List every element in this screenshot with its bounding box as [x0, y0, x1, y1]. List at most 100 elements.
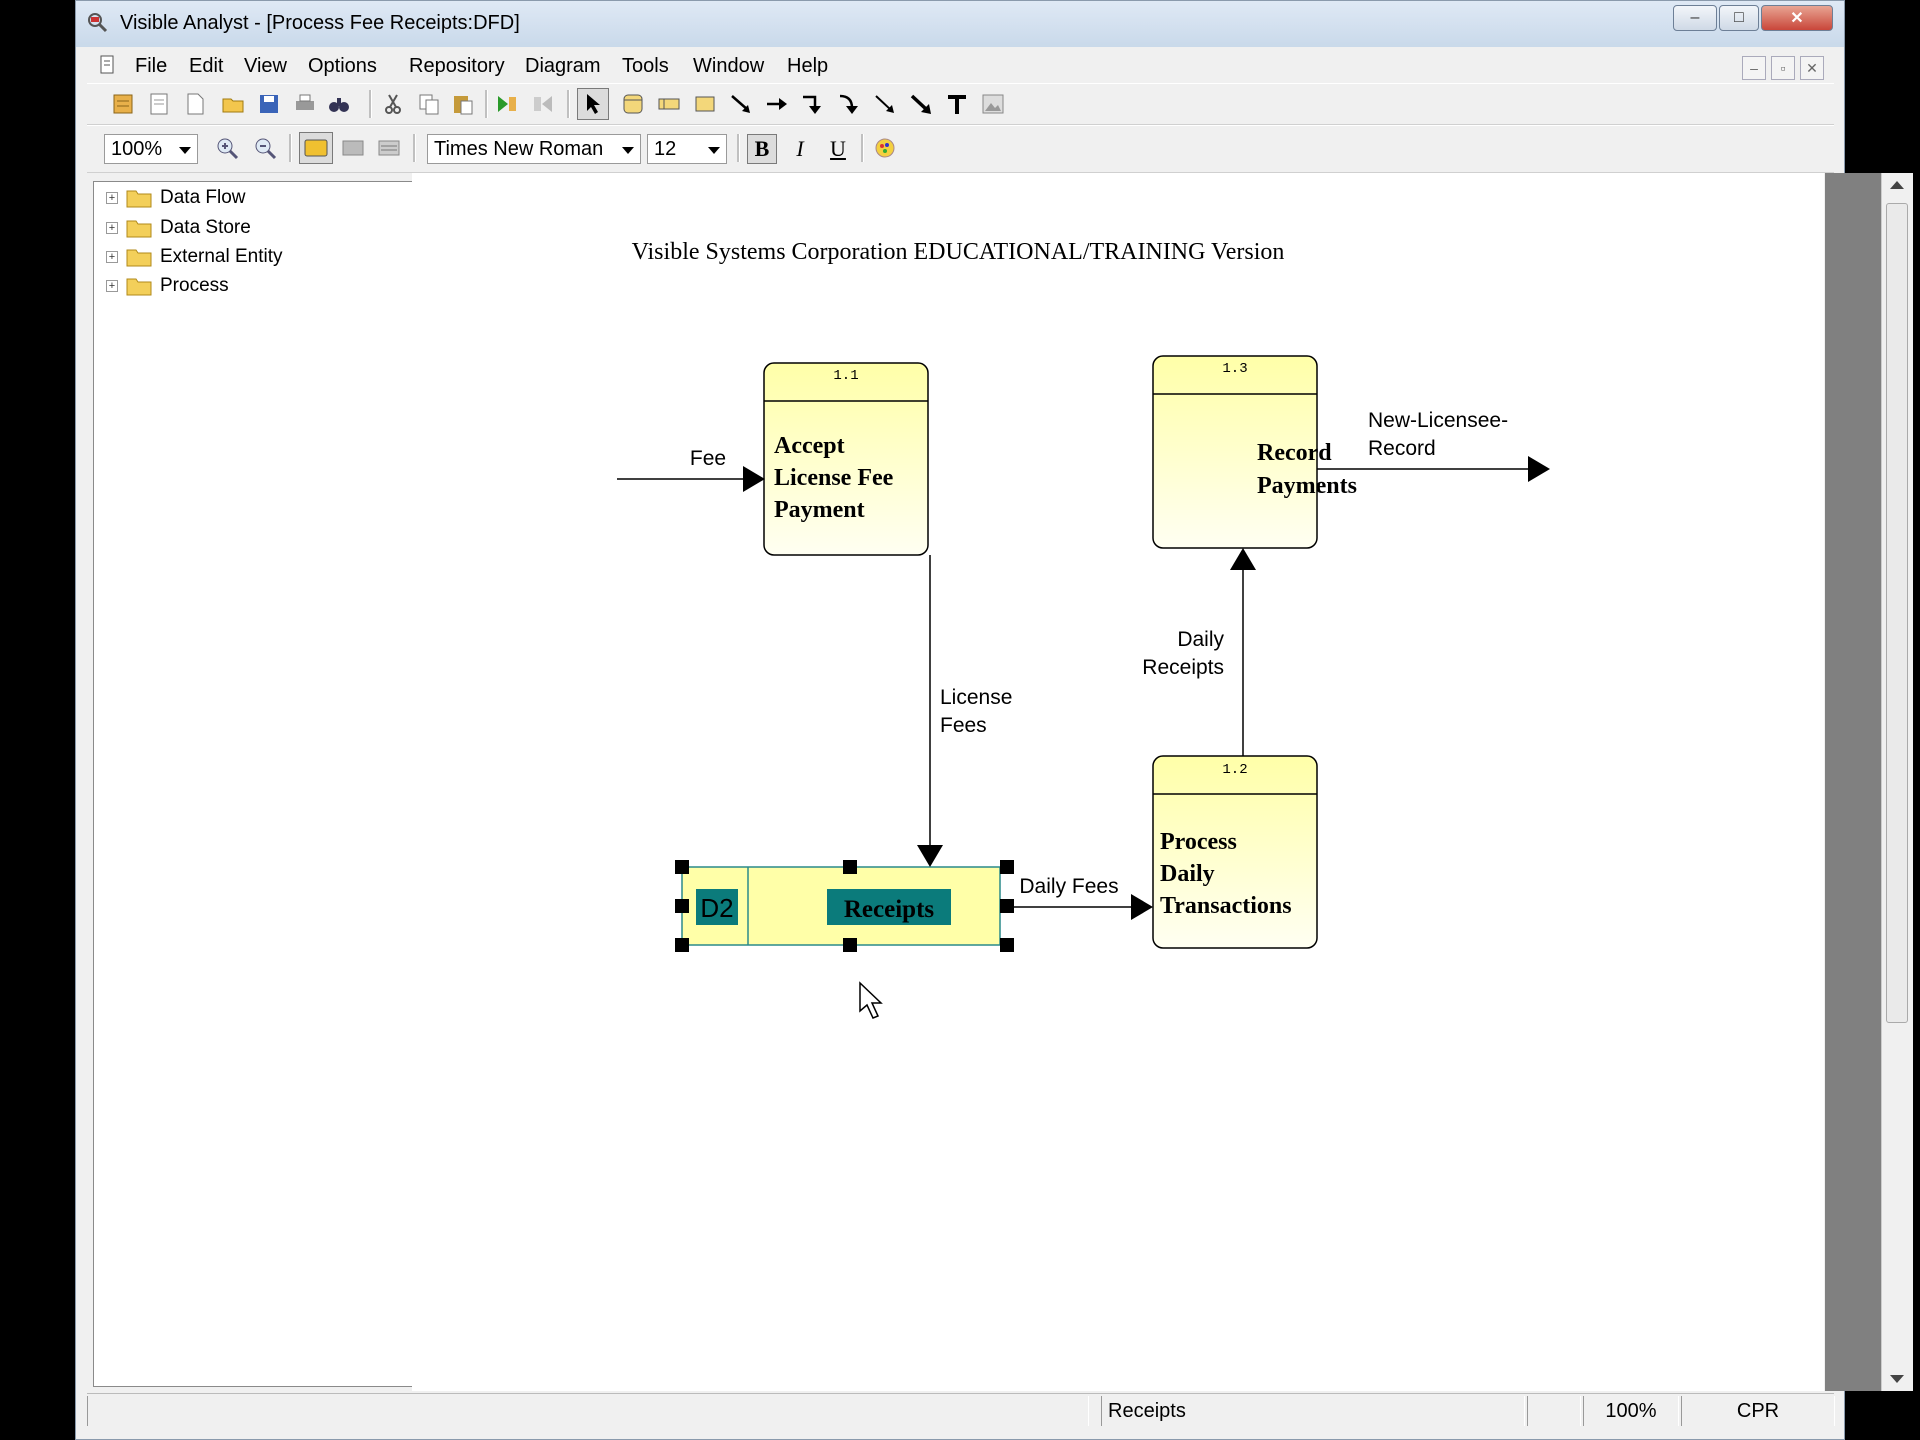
cut-icon[interactable] — [381, 92, 405, 116]
text-tool-icon[interactable] — [945, 92, 969, 116]
font-size-value: 12 — [654, 138, 677, 160]
flow-label: License — [940, 686, 1012, 709]
process-label-line: Transactions — [1160, 893, 1292, 919]
external-entity-tool-icon[interactable] — [693, 92, 717, 116]
curved-arrow-tool-icon[interactable] — [837, 92, 861, 116]
paste-icon[interactable] — [451, 92, 475, 116]
underline-button[interactable]: U — [830, 136, 846, 161]
angled-arrow-tool-icon[interactable] — [873, 92, 897, 116]
previous-page-icon[interactable] — [531, 92, 555, 116]
save-icon[interactable] — [257, 92, 281, 116]
mdi-restore-button[interactable]: ▫ — [1771, 56, 1795, 80]
minimize-icon: ‒ — [1690, 9, 1700, 26]
close-icon: ✕ — [1790, 10, 1804, 27]
status-message — [87, 1396, 1089, 1426]
next-page-icon[interactable] — [495, 92, 519, 116]
process-label-line: Record — [1257, 440, 1332, 466]
new-file-icon[interactable] — [183, 92, 207, 116]
expand-icon[interactable]: + — [106, 192, 118, 204]
document-menu-icon[interactable] — [99, 55, 117, 75]
font-family-select[interactable]: Times New Roman — [427, 134, 641, 164]
open-folder-icon[interactable] — [221, 92, 245, 116]
expand-icon[interactable]: + — [106, 222, 118, 234]
flow-daily-fees[interactable]: Daily Fees — [1007, 875, 1153, 920]
zoom-in-icon[interactable] — [215, 136, 239, 160]
tree-item-data-store[interactable]: + Data Store — [106, 214, 251, 242]
zoom-out-icon[interactable] — [253, 136, 277, 160]
diagonal-line-tool-icon[interactable] — [729, 92, 753, 116]
mdi-minimize-button[interactable]: – — [1742, 56, 1766, 80]
shadow-icon[interactable] — [341, 136, 365, 160]
menu-options[interactable]: Options — [308, 55, 377, 77]
report-icon[interactable] — [147, 92, 171, 116]
dfd-diagram[interactable]: Visible Systems Corporation EDUCATIONAL/… — [412, 173, 1824, 1391]
menu-file[interactable]: File — [135, 55, 168, 77]
menu-help[interactable]: Help — [787, 55, 829, 77]
bold-arrow-tool-icon[interactable] — [909, 92, 933, 116]
straight-arrow-tool-icon[interactable] — [765, 92, 789, 116]
expand-icon[interactable]: + — [106, 280, 118, 292]
elbow-arrow-tool-icon[interactable] — [801, 92, 825, 116]
title-bar: Visible Analyst - [Process Fee Receipts:… — [76, 1, 1844, 47]
toolbar-separator — [485, 90, 488, 118]
status-bar: Receipts 100% CPR — [87, 1393, 1835, 1430]
process-1-3[interactable]: 1.3 Record Payments — [1152, 355, 1357, 549]
process-tool-icon[interactable] — [621, 92, 645, 116]
app-logo-icon — [88, 13, 108, 33]
fill-color-button[interactable] — [299, 132, 333, 164]
tree-item-process[interactable]: + Process — [106, 272, 229, 300]
process-1-2[interactable]: 1.2 Process Daily Transactions — [1152, 755, 1318, 949]
menu-repository[interactable]: Repository — [409, 55, 505, 77]
scroll-up-icon[interactable] — [1890, 181, 1904, 189]
menu-diagram[interactable]: Diagram — [525, 55, 601, 77]
expand-icon[interactable]: + — [106, 251, 118, 263]
maximize-button[interactable]: □ — [1719, 5, 1759, 31]
resize-handle[interactable] — [675, 938, 689, 952]
zoom-select[interactable]: 100% — [104, 134, 198, 164]
menu-tools[interactable]: Tools — [622, 55, 669, 77]
resize-handle[interactable] — [1000, 860, 1014, 874]
data-store-receipts[interactable]: D2 Receipts — [675, 860, 1014, 952]
menu-view[interactable]: View — [244, 55, 287, 77]
image-tool-icon[interactable] — [981, 92, 1005, 116]
flow-fee[interactable]: Fee — [617, 447, 765, 492]
diagram-canvas[interactable] — [412, 173, 1824, 1391]
chevron-down-icon — [622, 147, 634, 154]
color-palette-icon[interactable] — [873, 136, 897, 160]
resize-handle[interactable] — [675, 860, 689, 874]
process-1-1[interactable]: 1.1 Accept License Fee Payment — [763, 362, 929, 556]
repository-icon[interactable] — [111, 92, 135, 116]
scroll-down-icon[interactable] — [1890, 1375, 1904, 1383]
print-icon[interactable] — [293, 92, 317, 116]
data-store-tool-icon[interactable] — [657, 92, 681, 116]
mdi-close-button[interactable]: ✕ — [1800, 56, 1824, 80]
tree-item-label: External Entity — [160, 246, 283, 267]
menu-window[interactable]: Window — [693, 55, 765, 77]
close-button[interactable]: ✕ — [1761, 5, 1833, 31]
toolbar-separator — [289, 134, 292, 162]
chevron-down-icon — [179, 147, 191, 154]
bold-button[interactable]: B — [747, 134, 777, 164]
tree-item-external-entity[interactable]: + External Entity — [106, 243, 283, 271]
scrollbar-thumb[interactable] — [1886, 203, 1908, 1023]
toolbar-separator — [737, 134, 740, 162]
vertical-scrollbar[interactable] — [1881, 173, 1913, 1391]
resize-handle[interactable] — [843, 938, 857, 952]
menu-edit[interactable]: Edit — [189, 55, 224, 77]
resize-handle[interactable] — [675, 899, 689, 913]
resize-handle[interactable] — [1000, 899, 1014, 913]
line-style-icon[interactable] — [377, 136, 401, 160]
flow-new-licensee-record[interactable]: New-Licensee- Record — [1317, 409, 1550, 482]
flow-license-fees[interactable]: License Fees — [917, 555, 1012, 867]
copy-icon[interactable] — [417, 92, 441, 116]
select-tool-button[interactable] — [577, 88, 609, 120]
tree-item-data-flow[interactable]: + Data Flow — [106, 184, 246, 212]
process-label-line: Payment — [774, 497, 865, 523]
italic-button[interactable]: I — [796, 136, 804, 161]
resize-handle[interactable] — [1000, 938, 1014, 952]
resize-handle[interactable] — [843, 860, 857, 874]
minimize-button[interactable]: ‒ — [1673, 5, 1717, 31]
font-size-select[interactable]: 12 — [647, 134, 727, 164]
flow-daily-receipts[interactable]: Daily Receipts — [1142, 548, 1256, 756]
find-binoculars-icon[interactable] — [327, 92, 351, 116]
